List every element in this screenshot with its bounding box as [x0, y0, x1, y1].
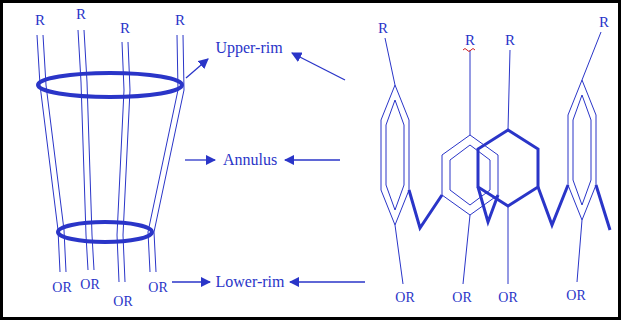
strand — [117, 42, 130, 282]
aromatic-line — [386, 100, 404, 210]
leader-arrow — [290, 281, 365, 282]
substituent-r: R — [175, 13, 185, 28]
substituent-r: R — [465, 33, 475, 48]
strand — [78, 30, 94, 270]
aromatic-line — [573, 95, 591, 205]
leader-arrows — [172, 53, 365, 282]
substituent-or: OR — [80, 278, 99, 292]
part-name: Upper-rim — [215, 40, 282, 56]
lower-rim-ring — [58, 222, 152, 242]
substituent-or: OR — [52, 281, 71, 295]
substituent-or: OR — [113, 295, 132, 309]
benzene-ring — [568, 80, 596, 220]
leader-arrow — [285, 159, 340, 160]
substituent-r: R — [378, 21, 388, 36]
substituent-or: OR — [498, 291, 517, 305]
substituent-r: R — [505, 33, 515, 48]
substituent-or: OR — [566, 289, 585, 303]
part-name: Annulus — [223, 152, 277, 168]
benzene-ring — [442, 135, 498, 215]
benzene-ring-bold — [478, 130, 538, 206]
leader-arrow — [185, 159, 215, 160]
strand — [148, 35, 184, 272]
leader-arrow — [172, 281, 210, 282]
leader-arrow — [186, 59, 208, 78]
substituent-or: OR — [452, 291, 471, 305]
spell-mark — [463, 49, 475, 52]
benzene-rings — [381, 32, 601, 284]
methylene-bridge — [409, 185, 610, 230]
substituent-r: R — [35, 13, 45, 28]
part-name: Lower-rim — [216, 274, 285, 290]
substituent-or: OR — [395, 291, 414, 305]
upper-rim-ring — [38, 73, 182, 97]
r-bond — [385, 32, 601, 135]
aromatic-line — [450, 145, 490, 205]
cone-strands — [37, 30, 184, 282]
substituent-or: OR — [148, 281, 167, 295]
benzene-ring — [381, 85, 409, 225]
substituent-r: R — [76, 7, 86, 22]
substituent-r: R — [120, 21, 130, 36]
substituent-r: R — [599, 15, 609, 30]
leader-arrow — [292, 53, 345, 80]
